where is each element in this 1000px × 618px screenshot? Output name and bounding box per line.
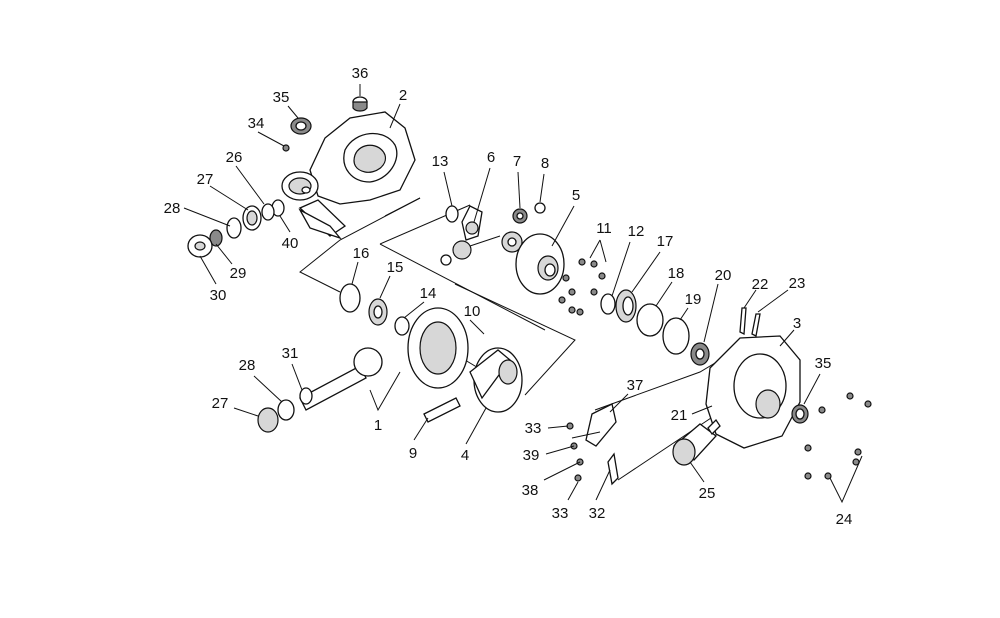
callout-9: 9	[409, 445, 417, 462]
callout-22: 22	[752, 276, 769, 293]
callout-31: 31	[282, 345, 299, 362]
callout-4: 4	[461, 447, 469, 464]
callout-13: 13	[432, 153, 449, 170]
pin-9	[423, 397, 461, 423]
callout-23: 23	[789, 275, 806, 292]
callout-35-upper: 35	[273, 89, 290, 106]
callout-5: 5	[572, 187, 580, 204]
shift-fork-37	[566, 403, 619, 486]
ring-gear-5	[515, 233, 565, 295]
pinion-shaft-1	[257, 347, 383, 433]
callout-24: 24	[836, 511, 853, 528]
bearing-shims-12-17-18-19-20	[600, 289, 710, 366]
diff-gears-row	[440, 202, 546, 266]
callout-33-upper: 33	[525, 420, 542, 437]
callout-17: 17	[657, 233, 674, 250]
callout-40: 40	[282, 235, 299, 252]
callout-8: 8	[541, 155, 549, 172]
callout-38: 38	[522, 482, 539, 499]
callout-20: 20	[715, 267, 732, 284]
callout-19: 19	[685, 291, 702, 308]
callout-18: 18	[668, 265, 685, 282]
callout-29: 29	[230, 265, 247, 282]
callout-32: 32	[589, 505, 606, 522]
callout-3: 3	[793, 315, 801, 332]
callout-2: 2	[399, 87, 407, 104]
callout-12: 12	[628, 223, 645, 240]
left-housing-2	[281, 111, 416, 240]
callout-10: 10	[464, 303, 481, 320]
callout-numbers: 36 35 2 34 26 27 28 29 30 40 13 6 7 8 5 …	[164, 65, 853, 528]
bolts-11	[558, 258, 606, 316]
seal-35-upper	[290, 117, 312, 135]
callout-27-lower: 27	[212, 395, 229, 412]
breather-34	[282, 144, 290, 152]
callout-27-upper: 27	[197, 171, 214, 188]
callout-28-upper: 28	[164, 200, 181, 217]
callout-37: 37	[627, 377, 644, 394]
callout-35-right: 35	[815, 355, 832, 372]
callout-7: 7	[513, 153, 521, 170]
bolts-24	[804, 392, 872, 480]
callout-21: 21	[671, 407, 688, 424]
callout-25: 25	[699, 485, 716, 502]
callout-16: 16	[353, 245, 370, 262]
seal-35-right	[791, 404, 809, 424]
callout-28-lower: 28	[239, 357, 256, 374]
callout-11: 11	[596, 220, 612, 237]
callout-26: 26	[226, 149, 243, 166]
bearing-set-16-15-14	[339, 283, 410, 336]
right-housing-3	[705, 307, 801, 449]
plug-36	[352, 96, 368, 112]
callout-33-lower: 33	[552, 505, 569, 522]
input-bearing-stack	[187, 199, 285, 258]
callout-6: 6	[487, 149, 495, 166]
diff-case-4	[469, 347, 523, 413]
callout-39: 39	[523, 447, 540, 464]
callout-14: 14	[420, 285, 437, 302]
crown-housing-1	[407, 307, 469, 389]
callout-leaders	[183, 84, 863, 504]
callout-34: 34	[248, 115, 265, 132]
callout-1: 1	[374, 417, 382, 434]
actuator-25	[672, 418, 721, 466]
callout-30: 30	[210, 287, 227, 304]
callout-15: 15	[387, 259, 404, 276]
callout-36: 36	[352, 65, 369, 82]
